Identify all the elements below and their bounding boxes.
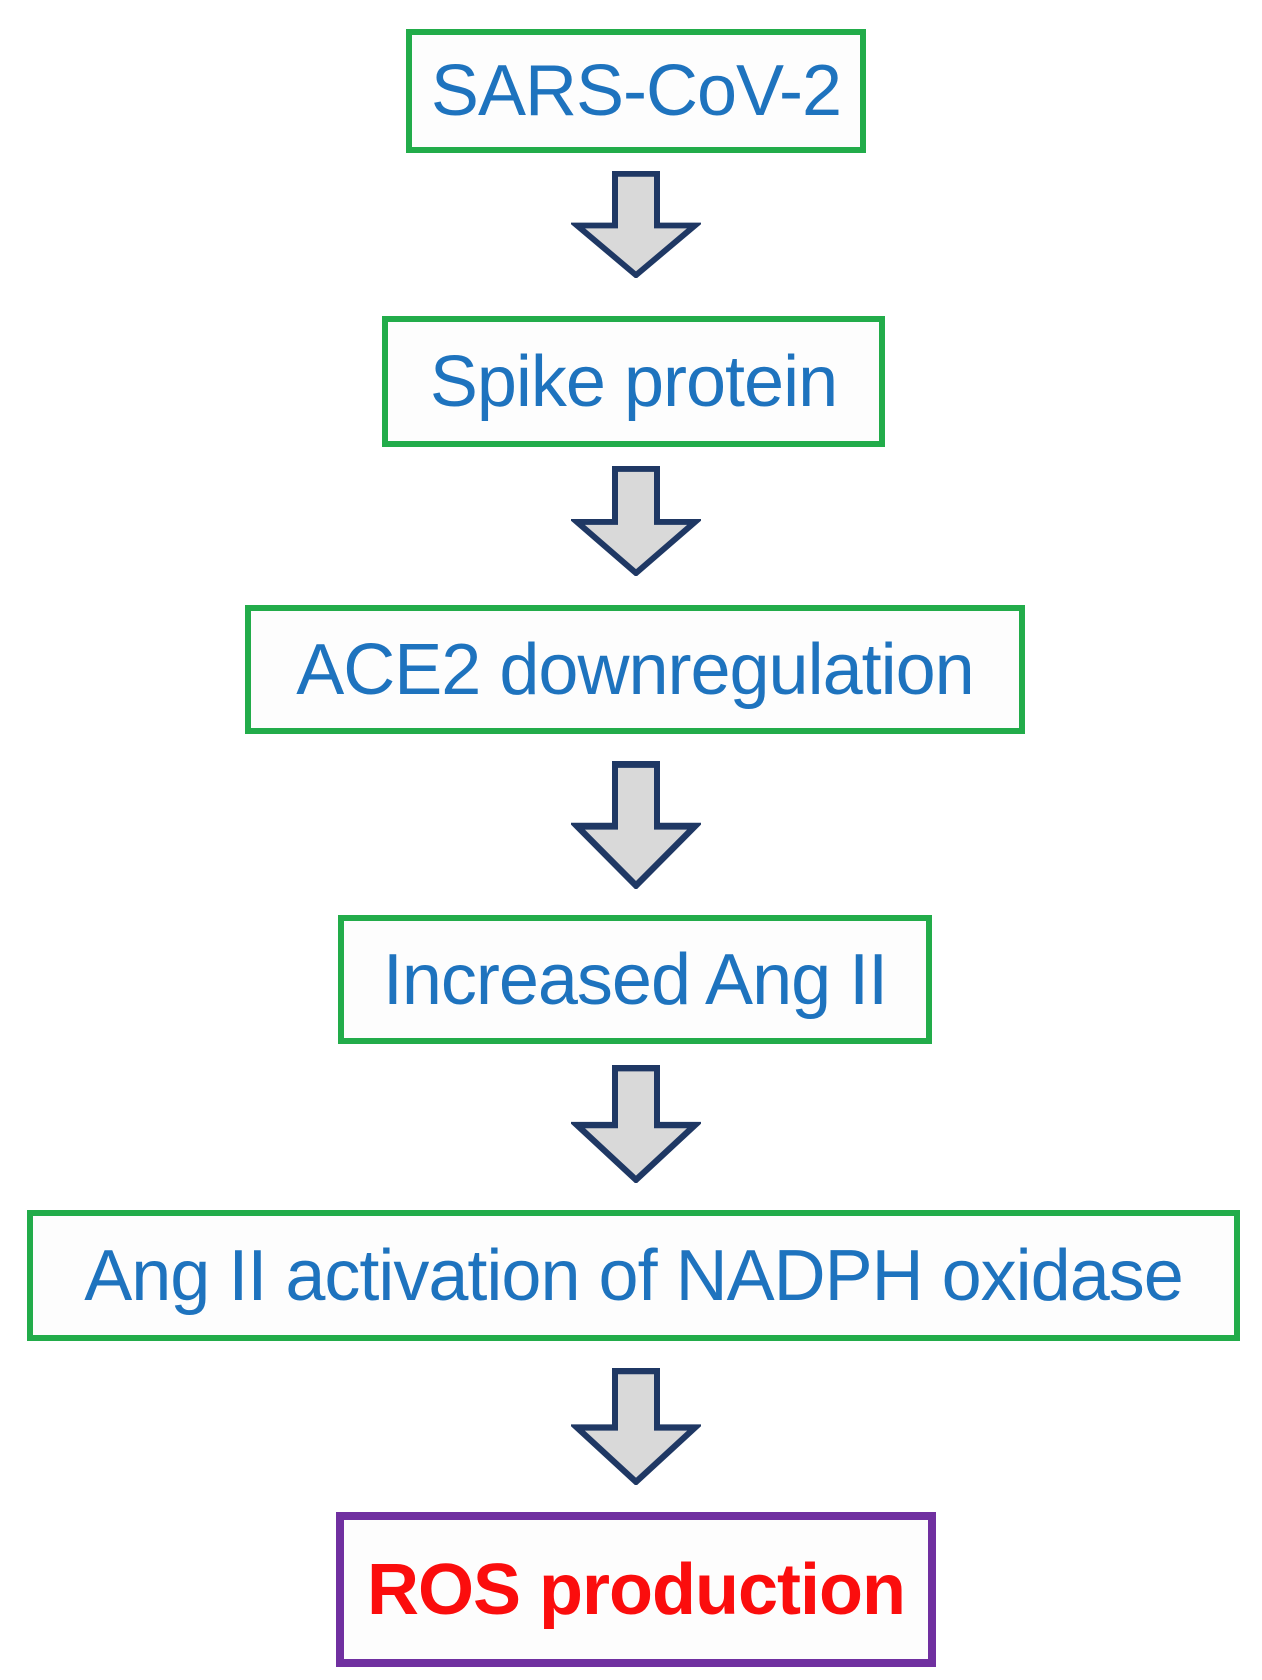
flow-box-increased-ang-ii: Increased Ang II — [338, 915, 932, 1044]
flow-box-label: Ang II activation of NADPH oxidase — [84, 1235, 1184, 1316]
flow-box-sars-cov-2: SARS-CoV-2 — [406, 29, 866, 153]
down-arrow-icon — [571, 761, 701, 889]
down-arrow-icon — [571, 1368, 701, 1485]
flow-box-nadph-oxidase-activation: Ang II activation of NADPH oxidase — [27, 1210, 1240, 1341]
flow-box-label: ROS production — [367, 1549, 906, 1630]
flow-box-label: Increased Ang II — [382, 939, 888, 1020]
down-arrow-icon — [571, 466, 701, 576]
flow-box-label: SARS-CoV-2 — [430, 51, 842, 131]
flow-box-spike-protein: Spike protein — [382, 316, 885, 447]
flow-box-ros-production: ROS production — [336, 1512, 936, 1667]
flow-box-label: Spike protein — [429, 341, 838, 422]
down-arrow-icon — [571, 1065, 701, 1183]
flow-box-ace2-downregulation: ACE2 downregulation — [245, 605, 1025, 734]
flow-box-label: ACE2 downregulation — [296, 629, 974, 710]
down-arrow-icon — [571, 171, 701, 278]
